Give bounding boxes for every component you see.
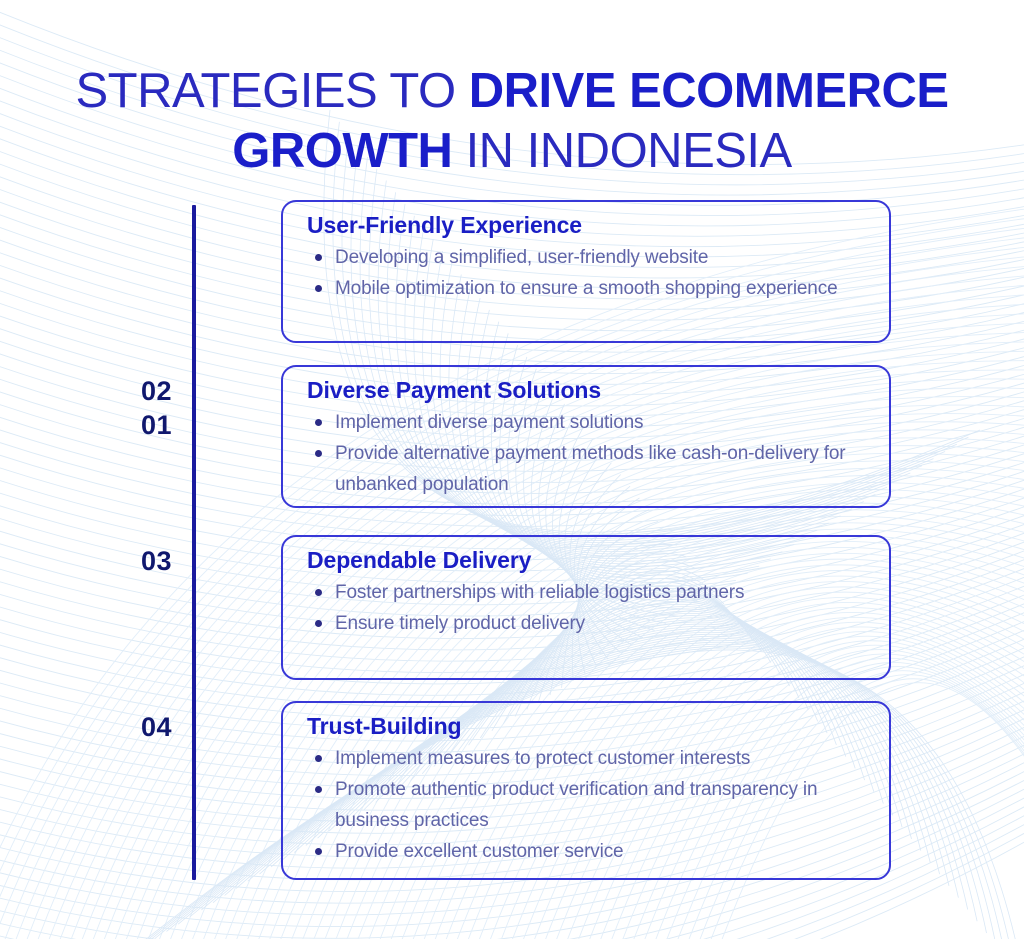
step-heading: Trust-Building: [307, 713, 462, 739]
title-line-2-bold: GROWTH: [232, 123, 453, 178]
step-bullet-item: Implement measures to protect customer i…: [307, 743, 871, 774]
step-number: 02: [140, 376, 172, 406]
title-line-2-light: IN INDONESIA: [452, 123, 793, 178]
title-line-1-bold: DRIVE ECOMMERCE: [468, 64, 949, 118]
step-bullet-item: Ensure timely product delivery: [307, 608, 871, 639]
step-number: 03: [140, 546, 172, 576]
step-bullet-list: Implement measures to protect customer i…: [307, 743, 871, 868]
step-heading: Diverse Payment Solutions: [307, 377, 602, 403]
timeline-spine: [192, 205, 196, 880]
title-line-2: GROWTH IN INDONESIA: [0, 122, 1024, 182]
step-heading: Dependable Delivery: [307, 547, 532, 573]
step-bullet-item: Promote authentic product verification a…: [307, 774, 871, 836]
step-bullet-item: Foster partnerships with reliable logist…: [307, 577, 871, 608]
step-bullet-item: Provide excellent customer service: [307, 836, 871, 867]
step-bullet-item: Provide alternative payment methods like…: [307, 438, 871, 500]
step-heading: User-Friendly Experience: [307, 212, 582, 238]
title-line-1-light: STRATEGIES TO: [75, 64, 469, 118]
step-bullet-list: Foster partnerships with reliable logist…: [307, 577, 871, 639]
step-bullet-item: Implement diverse payment solutions: [307, 407, 871, 438]
step-number: 01: [140, 410, 172, 440]
step-bullet-item: Mobile optimization to ensure a smooth s…: [307, 273, 871, 304]
title-line-1: STRATEGIES TO DRIVE ECOMMERCE: [0, 62, 1024, 122]
step-number: 04: [140, 712, 172, 742]
step-bullet-list: Developing a simplified, user-friendly w…: [307, 242, 871, 304]
page-title: STRATEGIES TO DRIVE ECOMMERCE GROWTH IN …: [0, 62, 1024, 182]
step-bullet-item: Developing a simplified, user-friendly w…: [307, 242, 871, 273]
